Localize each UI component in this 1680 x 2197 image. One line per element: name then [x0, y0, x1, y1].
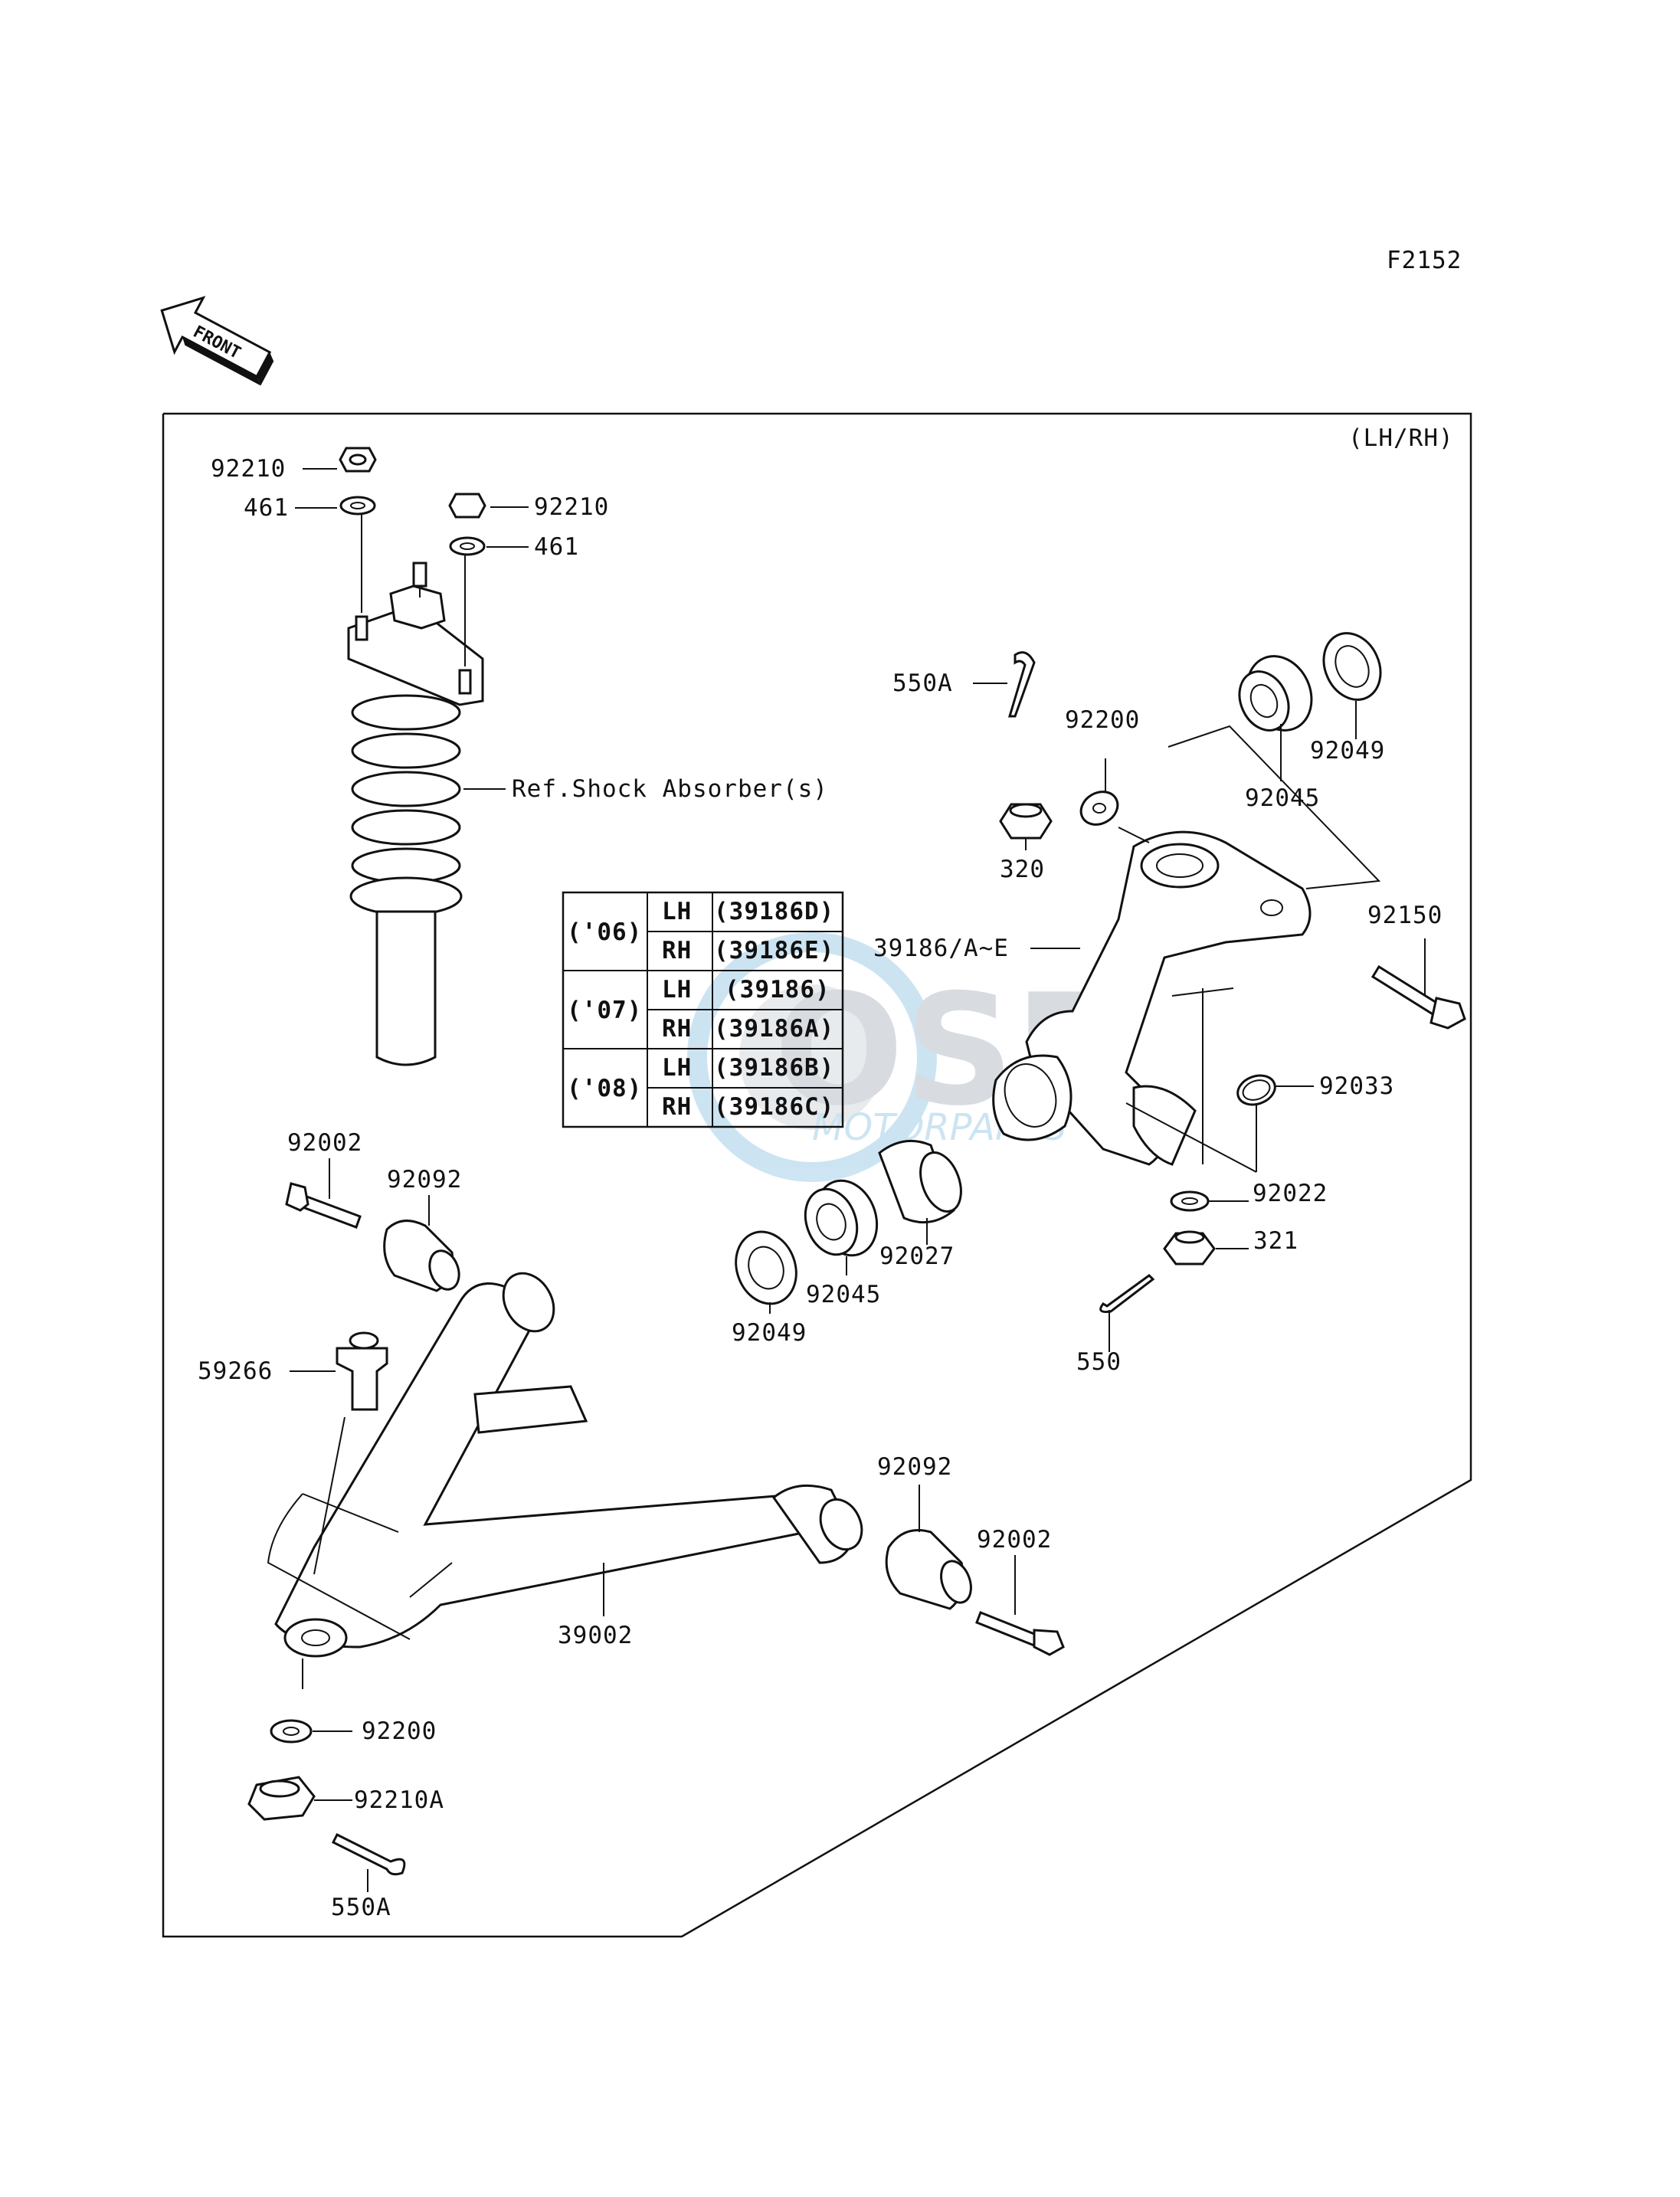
- part-07-rh: (39186A): [714, 1015, 834, 1043]
- side-06-lh: LH: [662, 898, 692, 925]
- year-06: ('06): [567, 918, 642, 946]
- front-arrow-icon: FRONT: [160, 296, 274, 386]
- side-note: (LH/RH): [1348, 424, 1454, 452]
- year-07: ('07): [567, 997, 642, 1024]
- label-92092-left: 92092: [387, 1166, 462, 1193]
- label-ref-shock: Ref.Shock Absorber(s): [512, 775, 828, 803]
- part-08-lh: (39186B): [714, 1054, 834, 1082]
- label-92027: 92027: [879, 1243, 955, 1270]
- label-92045-top: 92045: [1245, 784, 1320, 812]
- label-92045-bottom: 92045: [806, 1281, 881, 1308]
- label-92092-right: 92092: [877, 1453, 952, 1481]
- label-92200-top: 92200: [1065, 706, 1140, 734]
- label-59266: 59266: [198, 1357, 273, 1385]
- label-320: 320: [1000, 856, 1045, 883]
- label-550A-bottom: 550A: [331, 1894, 391, 1921]
- figure-code: F2152: [1387, 247, 1462, 274]
- label-92002-right: 92002: [977, 1526, 1052, 1554]
- side-06-rh: RH: [662, 937, 692, 964]
- diagram-frame: [162, 412, 1472, 1938]
- side-08-lh: LH: [662, 1054, 692, 1082]
- side-08-rh: RH: [662, 1093, 692, 1121]
- label-92210-right: 92210: [534, 493, 609, 521]
- side-07-lh: LH: [662, 976, 692, 1004]
- part-07-lh: (39186): [725, 976, 830, 1004]
- label-461-left: 461: [244, 494, 289, 522]
- label-92200-bottom: 92200: [362, 1717, 437, 1745]
- label-92002-left: 92002: [287, 1129, 362, 1157]
- knuckle-drawing: [735, 632, 1466, 1313]
- side-07-rh: RH: [662, 1015, 692, 1043]
- part-06-lh: (39186D): [714, 898, 834, 925]
- part-06-rh: (39186E): [714, 937, 834, 964]
- label-39186: 39186/A~E: [873, 935, 1009, 962]
- label-92022: 92022: [1253, 1180, 1328, 1207]
- shock-absorber-drawing: [339, 447, 486, 1066]
- year-08: ('08): [567, 1075, 642, 1102]
- label-550A-top: 550A: [892, 670, 953, 697]
- label-92210A: 92210A: [354, 1786, 444, 1814]
- label-92049-bottom: 92049: [732, 1319, 807, 1347]
- label-39002: 39002: [558, 1622, 633, 1649]
- label-92049-top: 92049: [1310, 737, 1385, 765]
- label-461-right: 461: [534, 533, 579, 561]
- variant-table: ('06) LH (39186D) RH (39186E) ('07) LH (…: [562, 891, 844, 1128]
- label-321: 321: [1253, 1227, 1298, 1255]
- label-92033: 92033: [1319, 1072, 1394, 1100]
- a-arm-drawing: [247, 1182, 1065, 1876]
- part-08-rh: (39186C): [714, 1093, 834, 1121]
- label-92150: 92150: [1367, 902, 1443, 929]
- label-550: 550: [1076, 1348, 1122, 1376]
- label-92210-left: 92210: [211, 455, 286, 483]
